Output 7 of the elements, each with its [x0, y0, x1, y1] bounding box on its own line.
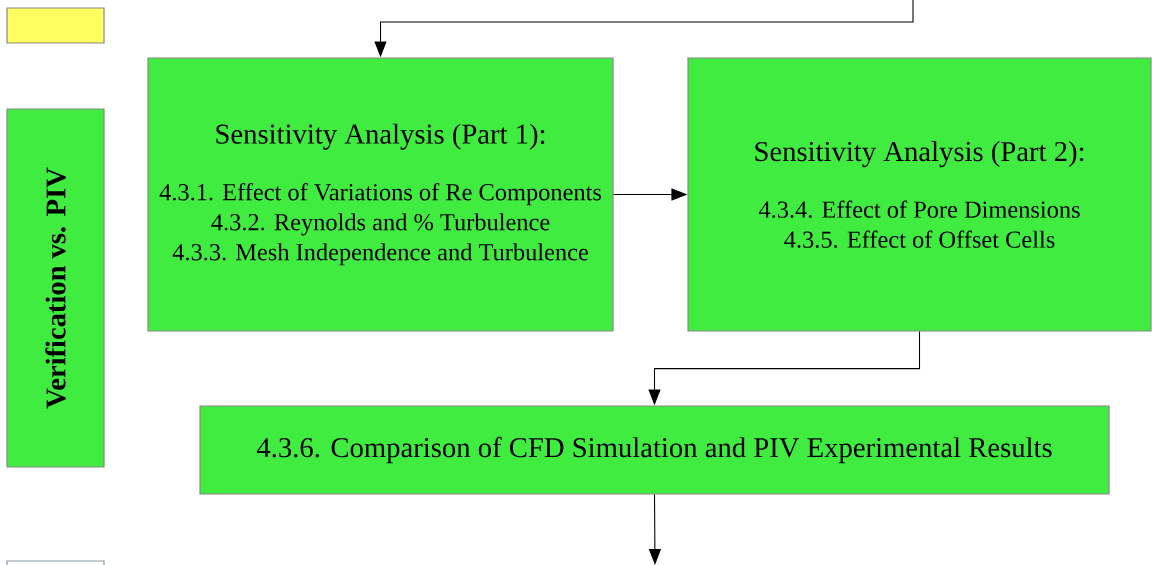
process-box: 4.3.6. Comparison of CFD Simulation and PIV Experimental Results	[199, 405, 1110, 495]
box	[6, 560, 105, 565]
box	[6, 7, 105, 44]
process-box: Sensitivity Analysis (Part 2): 4.3.4. Effect of Pore Dimensions 4.3.5. Effect of Offset Cells	[687, 57, 1152, 332]
process-box: Sensitivity Analysis (Part 1): 4.3.1. Effect of Variations of Re Components 4.3.2. Reynolds and % Turbulence 4.3.3. Mesh Independence and Turbulence	[147, 57, 614, 332]
vertical-label: Verification vs. PIV	[45, 167, 66, 409]
vertical-box	[6, 108, 105, 468]
